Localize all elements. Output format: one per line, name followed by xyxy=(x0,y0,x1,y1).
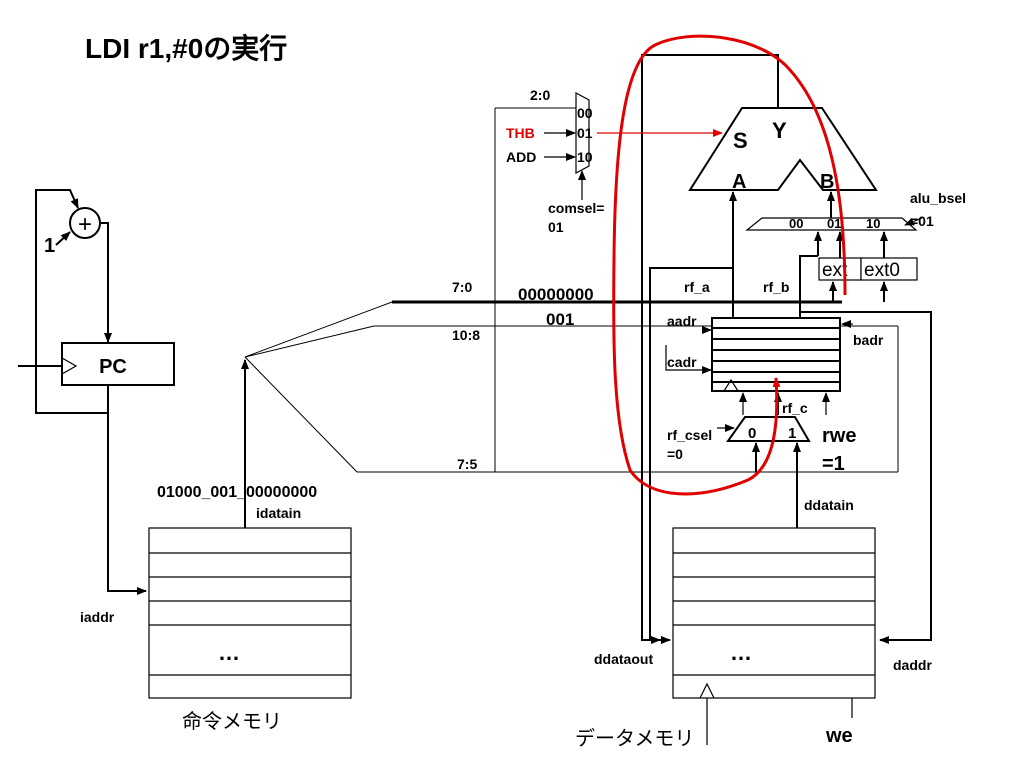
bmux-in-00: 00 xyxy=(789,216,803,231)
instruction-code: 01000_001_00000000 xyxy=(157,484,317,501)
imem-dots: … xyxy=(218,640,240,665)
badr-label: badr xyxy=(853,332,884,348)
alu-s-label: S xyxy=(733,128,748,153)
comsel-label: comsel= xyxy=(548,200,604,216)
csel-in-0: 0 xyxy=(748,425,756,442)
thb-label: THB xyxy=(506,125,535,141)
alu-b-label: B xyxy=(820,171,834,193)
page-title: LDI r1,#0の実行 xyxy=(85,32,287,64)
sel-range: 2:0 xyxy=(530,87,550,103)
rf-c-label: rf_c xyxy=(782,400,808,416)
rf-csel-label: rf_csel xyxy=(667,427,712,443)
dmem-label: データメモリ xyxy=(575,727,694,750)
ext0-label: ext0 xyxy=(864,260,900,281)
ddatain-label: ddatain xyxy=(804,497,854,513)
field-7-0: 7:0 xyxy=(452,279,472,295)
imem-label: 命令メモリ xyxy=(182,710,282,733)
pc-section xyxy=(18,189,147,595)
cadr-label: cadr xyxy=(667,354,697,370)
alu-bsel-label: alu_bsel xyxy=(910,190,966,206)
rf-b-label: rf_b xyxy=(763,279,789,295)
rf-b-out-wire xyxy=(799,255,818,318)
rf-a-label: rf_a xyxy=(684,279,710,295)
rwe-value: =1 xyxy=(822,453,845,475)
bmux-in-01: 01 xyxy=(827,216,841,231)
aadr-label: aadr xyxy=(667,313,697,329)
reg-value: 001 xyxy=(546,310,574,329)
mux-in-00: 00 xyxy=(577,105,593,121)
alu-bsel-value: =01 xyxy=(910,213,934,229)
register-file xyxy=(711,317,841,392)
increment-one: 1 xyxy=(44,235,55,257)
adder-circle xyxy=(69,207,101,239)
rwe-label: rwe xyxy=(822,425,856,447)
instruction-memory xyxy=(148,527,352,699)
alu-bsel-wire xyxy=(904,217,923,226)
daddr-label: daddr xyxy=(893,657,932,673)
alu-op-mux xyxy=(575,91,590,175)
mux-in-10: 10 xyxy=(577,149,593,165)
iaddr-label: iaddr xyxy=(80,609,115,625)
pc-label: PC xyxy=(99,356,127,378)
csel-in-1: 1 xyxy=(788,425,796,442)
data-memory xyxy=(672,527,876,745)
rf-csel-value: =0 xyxy=(667,446,683,462)
alu xyxy=(688,107,878,191)
field-7-5: 7:5 xyxy=(457,456,477,472)
add-label: ADD xyxy=(506,149,536,165)
ddataout-label: ddataout xyxy=(594,651,653,667)
we-label: we xyxy=(825,725,853,747)
alu-y-label: Y xyxy=(772,118,787,143)
rf-c-mux xyxy=(726,416,811,442)
bmux-in-10: 10 xyxy=(866,216,880,231)
rf-b-to-daddr-wire xyxy=(800,311,932,644)
idatain-label: idatain xyxy=(256,505,301,521)
rf-a-to-ddataout-wire xyxy=(649,267,733,644)
field-10-8: 10:8 xyxy=(452,327,480,343)
cadr-wire xyxy=(665,345,712,374)
pc-register xyxy=(61,342,175,386)
alu-a-label: A xyxy=(732,171,746,193)
comsel-value: 01 xyxy=(548,219,564,235)
mux-in-01: 01 xyxy=(577,125,593,141)
ext0-box xyxy=(860,257,918,281)
ext-label: ext xyxy=(822,260,848,281)
pc-clock-icon xyxy=(61,357,78,375)
highlight-data-path xyxy=(612,34,847,496)
alu-b-mux xyxy=(745,217,918,231)
imm-value: 00000000 xyxy=(518,285,594,304)
adder-plus: + xyxy=(78,211,92,238)
dmem-dots: … xyxy=(730,640,752,665)
